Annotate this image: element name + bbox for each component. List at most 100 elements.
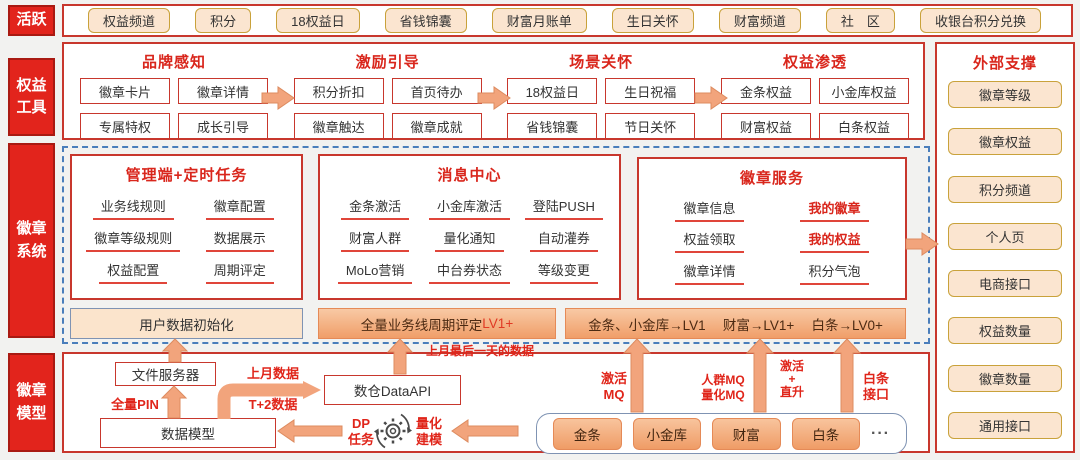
label-full-pin: 全量PIN	[111, 397, 159, 412]
service-item: 积分气泡	[800, 260, 869, 285]
label-activate-mq: 激活 MQ	[600, 371, 627, 403]
product-wealth: 财富	[712, 417, 781, 450]
message-item: 金条激活	[341, 195, 410, 220]
section-label-active: 活跃	[8, 5, 55, 36]
tool-item: 徽章详情	[178, 78, 268, 104]
group-title: 权益渗透	[782, 54, 847, 71]
admin-tasks-box: 管理端+定时任务 业务线规则 徽章配置 徽章等级规则 数据展示 权益配置 周期评…	[70, 154, 303, 300]
tool-item: 徽章成就	[391, 113, 482, 139]
admin-item: 徽章配置	[205, 195, 274, 220]
service-item: 徽章信息	[675, 197, 744, 223]
label-baitiao-interface: 白条 接口	[862, 371, 889, 403]
section-label-badge-model: 徽章 模型	[8, 353, 55, 452]
file-server-box: 文件服务器	[115, 362, 216, 386]
external-item: 积分频道	[948, 175, 1062, 203]
section-label-badge-system: 徽章 系统	[8, 143, 55, 338]
external-support-title: 外部支撑	[972, 55, 1037, 72]
tool-item: 专属特权	[80, 113, 170, 139]
service-item: 权益领取	[675, 228, 744, 254]
tool-item: 徽章触达	[293, 113, 384, 139]
tool-item: 首页待办	[391, 78, 482, 104]
tool-item: 小金库权益	[818, 78, 909, 104]
badge-service-title: 徽章服务	[739, 170, 804, 187]
admin-item: 业务线规则	[92, 195, 174, 220]
tool-group-rights: 权益渗透 金条权益 小金库权益 财富权益 白条权益	[720, 51, 909, 139]
active-item: 财富月账单	[491, 8, 587, 33]
external-item: 徽章等级	[948, 81, 1062, 108]
active-item: 权益频道	[88, 8, 171, 33]
level-map-bar: 金条、小金库→LV1 财富→LV1+ 白条→LV0+	[565, 308, 906, 339]
active-item: 社 区	[825, 8, 895, 33]
tool-item: 省钱锦囊	[507, 113, 598, 139]
active-row-container: 权益频道 积分 18权益日 省钱锦囊 财富月账单 生日关怀 财富频道 社 区 收…	[62, 4, 1073, 37]
section-label-tools: 权益 工具	[8, 58, 55, 136]
message-item: 登陆PUSH	[524, 195, 603, 220]
label-dp-task: DP 任务	[347, 416, 374, 448]
label-activate-upgrade: 激活 + 直升	[779, 359, 804, 400]
tool-group-brand: 品牌感知 徽章卡片 徽章详情 专属特权 成长引导	[80, 51, 268, 139]
external-support-container: 外部支撑 徽章等级 徽章权益 积分频道 个人页 电商接口 权益数量 徽章数量 通…	[935, 42, 1075, 453]
message-item: 中台券状态	[428, 259, 510, 285]
external-item: 徽章数量	[948, 364, 1062, 392]
service-item-highlight: 我的权益	[800, 228, 869, 254]
service-item: 徽章详情	[675, 260, 744, 285]
label-crowd-quant-mq: 人群MQ 量化MQ	[701, 373, 745, 402]
service-item-highlight: 我的徽章	[800, 197, 869, 223]
message-item: 财富人群	[341, 227, 410, 252]
group-title: 场景关怀	[569, 54, 634, 71]
admin-item: 权益配置	[99, 259, 168, 285]
external-item: 徽章权益	[948, 128, 1062, 156]
active-item: 生日关怀	[611, 8, 694, 33]
user-data-init-bar: 用户数据初始化	[70, 308, 303, 339]
external-item: 电商接口	[948, 270, 1062, 298]
tool-item: 金条权益	[720, 78, 811, 104]
active-item: 积分	[195, 8, 252, 33]
admin-item: 徽章等级规则	[86, 227, 181, 252]
label-last-day-of-month: 上月最后一天的数据	[425, 344, 534, 358]
label-quant-modeling: 量化 建模	[415, 416, 442, 448]
products-container: 金条 小金库 财富 白条 ···	[536, 413, 907, 454]
data-model-box: 数据模型	[100, 418, 276, 448]
full-eval-level: LV1+	[482, 316, 514, 331]
group-title: 激励引导	[355, 54, 420, 71]
tools-row-container: 品牌感知 徽章卡片 徽章详情 专属特权 成长引导 激励引导 积分折扣 首页待办 …	[62, 42, 925, 140]
tool-item: 徽章卡片	[80, 78, 170, 104]
label-last-month-data: 上月数据	[246, 366, 299, 381]
active-item: 收银台积分兑换	[919, 8, 1041, 33]
message-item: MoLo营销	[337, 259, 413, 285]
group-title: 品牌感知	[141, 54, 206, 71]
active-item: 省钱锦囊	[384, 8, 467, 33]
external-items: 徽章等级 徽章权益 积分频道 个人页 电商接口 权益数量 徽章数量 通用接口	[948, 81, 1062, 439]
message-center-title: 消息中心	[437, 167, 502, 184]
tool-item: 成长引导	[178, 113, 268, 139]
active-item: 财富频道	[718, 8, 801, 33]
admin-item: 数据展示	[205, 227, 274, 252]
external-item: 通用接口	[948, 411, 1062, 439]
tool-item: 节日关怀	[605, 113, 696, 139]
tool-item: 积分折扣	[293, 78, 384, 104]
product-goldbar: 金条	[553, 417, 622, 450]
full-eval-text: 全量业务线周期评定	[360, 317, 483, 333]
message-item: 小金库激活	[428, 195, 510, 220]
admin-item: 周期评定	[205, 259, 274, 285]
tool-group-incentive: 激励引导 积分折扣 首页待办 徽章触达 徽章成就	[293, 51, 482, 139]
message-item: 等级变更	[529, 259, 598, 285]
message-center-box: 消息中心 金条激活 小金库激活 登陆PUSH 财富人群 量化通知 自动灌券 Mo…	[318, 154, 621, 300]
message-item: 自动灌券	[529, 227, 598, 252]
tool-item: 财富权益	[720, 113, 811, 139]
external-item: 个人页	[948, 222, 1062, 250]
external-item: 权益数量	[948, 317, 1062, 345]
product-vault: 小金库	[632, 417, 701, 450]
product-baitiao: 白条	[791, 417, 860, 450]
tool-item: 18权益日	[507, 78, 598, 104]
data-api-box: 数仓DataAPI	[324, 375, 461, 405]
tool-group-scene: 场景关怀 18权益日 生日祝福 省钱锦囊 节日关怀	[507, 51, 696, 139]
tool-item: 白条权益	[818, 113, 909, 139]
badge-service-box: 徽章服务 徽章信息 我的徽章 权益领取 我的权益 徽章详情 积分气泡	[637, 157, 907, 300]
tool-item: 生日祝福	[605, 78, 696, 104]
message-item: 量化通知	[435, 227, 504, 252]
active-item: 18权益日	[276, 8, 360, 33]
label-t-plus-2: T+2数据	[248, 397, 298, 412]
